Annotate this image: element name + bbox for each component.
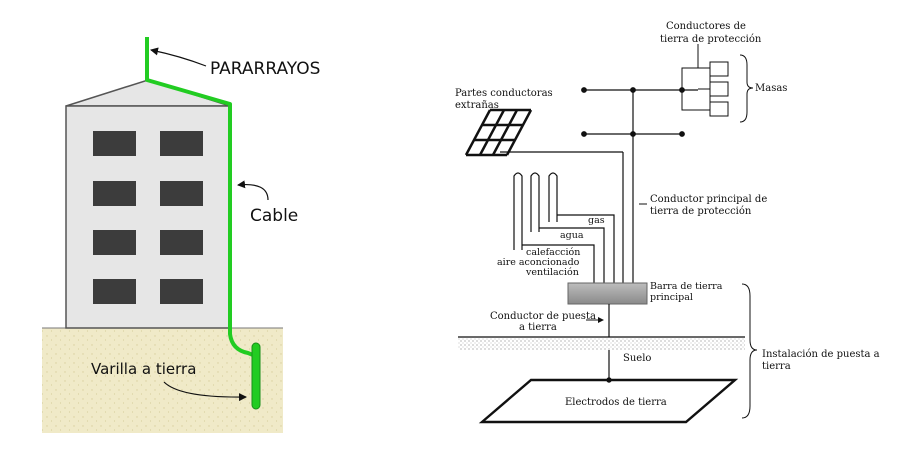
- ground-surface-hatch: [458, 337, 745, 350]
- ground-rod: [251, 342, 261, 410]
- window: [160, 131, 203, 156]
- puesta-label-line1: Conductor de puesta: [490, 311, 596, 322]
- ventilacion-label: ventilación: [525, 267, 579, 278]
- down-conductor-cable: [145, 37, 254, 357]
- window: [93, 230, 136, 255]
- instalacion-label-line1: Instalación de puesta a: [762, 349, 880, 360]
- barra-label-line2: principal: [650, 292, 693, 303]
- window: [160, 230, 203, 255]
- window: [93, 279, 136, 304]
- building-windows: [93, 131, 203, 304]
- masa-box: [709, 61, 729, 77]
- gas-bond: [557, 214, 615, 283]
- schematic-labels: Conductores de tierra de protección Masa…: [455, 21, 880, 408]
- varilla-label: Varilla a tierra: [91, 360, 196, 378]
- ground-soil: [42, 328, 283, 433]
- window: [93, 181, 136, 206]
- gas-label: gas: [588, 215, 605, 226]
- masas-brace: [739, 54, 754, 123]
- calefaccion-bond: [522, 244, 595, 283]
- cable-label: Cable: [250, 206, 298, 226]
- masa-box: [709, 101, 729, 117]
- pipe-calefaccion: [513, 172, 523, 250]
- aire-label: aire aconcionado: [497, 257, 580, 268]
- pipe-agua: [530, 172, 540, 232]
- electrode-node: [606, 377, 612, 383]
- extraneous-parts-grid: [464, 108, 533, 157]
- building-roof: [65, 79, 231, 107]
- window: [93, 131, 136, 156]
- suelo-label: Suelo: [623, 353, 651, 364]
- partes-label-line1: Partes conductoras: [455, 88, 553, 99]
- lightning-rod-illustration: PARARRAYOS Cable Varilla a tierra: [42, 37, 320, 433]
- conductores-label-line2: tierra de protección: [660, 34, 762, 45]
- cable-arrow: [237, 180, 269, 201]
- pipe-gas: [548, 172, 558, 222]
- grounding-installation-schematic: [458, 44, 758, 424]
- building: [65, 105, 231, 329]
- main-earth-bar: [567, 282, 648, 305]
- principal-label-line2: tierra de protección: [650, 206, 752, 217]
- barra-label-line1: Barra de tierra: [650, 281, 723, 292]
- partes-label-line2: extrañas: [455, 100, 499, 111]
- instalacion-label-line2: tierra: [762, 361, 791, 372]
- conductores-label-line1: Conductores de: [666, 21, 746, 32]
- earth-electrode-plate: [478, 378, 739, 424]
- installation-brace: [741, 283, 758, 419]
- agua-label: agua: [560, 230, 584, 241]
- masa-box: [709, 81, 729, 97]
- calefaccion-label: calefacción: [526, 247, 580, 258]
- pararrayos-label: PARARRAYOS: [210, 59, 320, 79]
- window: [160, 279, 203, 304]
- puesta-label-line2: a tierra: [519, 322, 557, 333]
- window: [160, 181, 203, 206]
- masas-label: Masas: [755, 83, 787, 94]
- bus-node: [581, 131, 587, 137]
- varilla-arrow: [163, 381, 247, 402]
- agua-bond: [539, 227, 605, 283]
- service-pipes: [513, 172, 558, 250]
- bus-node: [581, 87, 587, 93]
- electrodos-label: Electrodos de tierra: [565, 397, 667, 408]
- bus-node: [679, 131, 685, 137]
- principal-label-line1: Conductor principal de: [650, 194, 767, 205]
- pararrayos-arrow: [150, 47, 207, 67]
